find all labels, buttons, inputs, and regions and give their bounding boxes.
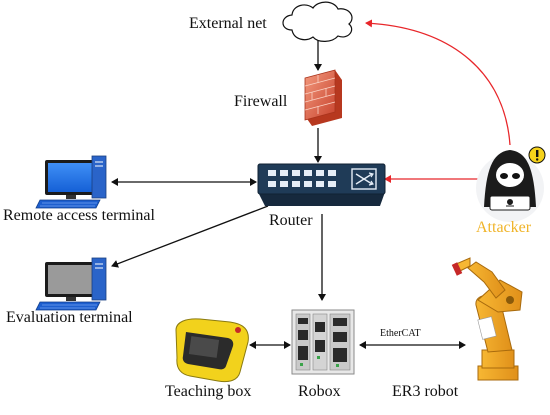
controller-icon	[291, 309, 355, 375]
node-label-er3-robot: ER3 robot	[392, 383, 459, 400]
teaching-box-icon	[175, 318, 249, 383]
link-label-ethercat: EtherCAT	[380, 328, 421, 339]
computer-icon	[35, 155, 107, 209]
node-label-attacker: Attacker	[476, 219, 532, 236]
node-label-remote-terminal: Remote access terminal	[3, 207, 155, 224]
firewall-icon	[304, 69, 342, 126]
warning-icon	[528, 146, 546, 164]
node-label-evaluation-terminal: Evaluation terminal	[6, 309, 133, 326]
computer-icon	[35, 257, 107, 311]
hacker-icon	[476, 150, 544, 222]
node-label-firewall: Firewall	[234, 93, 288, 110]
node-label-router: Router	[269, 212, 313, 229]
node-label-teaching-box: Teaching box	[165, 383, 252, 400]
arrow-router-to-evaluation	[111, 205, 269, 268]
router-icon	[257, 163, 386, 206]
attack-arrow-external	[365, 19, 511, 146]
cloud-icon	[282, 1, 353, 42]
node-label-external-net: External net	[189, 15, 267, 32]
node-label-robox: Robox	[298, 383, 341, 400]
robot-arm-icon	[451, 257, 523, 381]
